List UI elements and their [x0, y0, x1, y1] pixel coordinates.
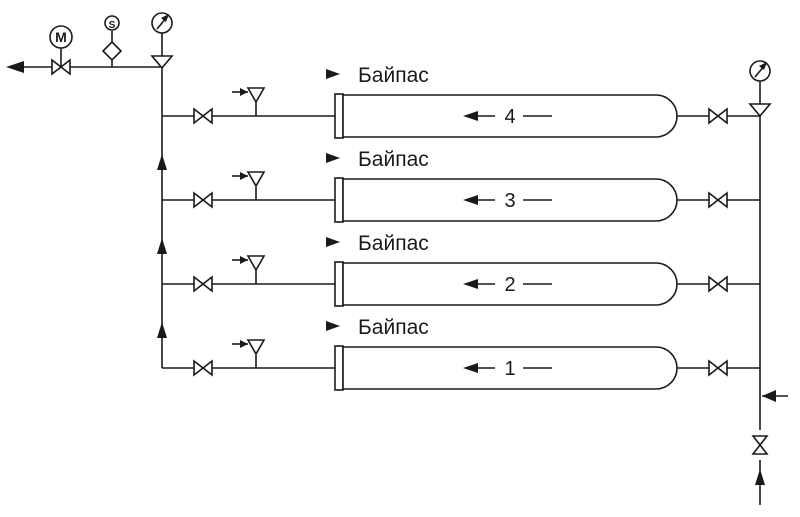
- tank-row: Байпас 2: [162, 232, 760, 307]
- shutoff-valve: [193, 192, 213, 208]
- tank-flow-arrow: [463, 111, 478, 121]
- shutoff-valve: [193, 360, 213, 376]
- tank-flow-arrow: [463, 195, 478, 205]
- bypass-label: Байпас: [358, 316, 429, 339]
- tank-number: 2: [504, 274, 515, 296]
- safety-valve-body: [246, 87, 266, 104]
- safety-valve-body: [246, 339, 266, 356]
- safety-valve: [232, 87, 266, 116]
- bypass-arrow: [326, 69, 340, 79]
- tank-number: 4: [504, 106, 515, 128]
- side-inlet: [762, 390, 788, 402]
- pressure-gauge-left: [150, 12, 174, 70]
- tank-row: Байпас 3: [162, 148, 760, 223]
- safety-valve: [232, 171, 266, 200]
- motor-symbol: M: [55, 29, 67, 45]
- bypass-pipe: [296, 74, 330, 116]
- tank-body: [342, 178, 678, 222]
- bypass-label: Байпас: [358, 148, 429, 171]
- bypass-label: Байпас: [358, 232, 429, 255]
- tank-flange: [334, 345, 344, 391]
- safety-valve-body: [246, 255, 266, 272]
- tank-row: Байпас 4: [162, 64, 760, 139]
- tank-flange: [334, 177, 344, 223]
- inlet-shutoff-valve: [708, 192, 728, 208]
- safety-valve: [232, 255, 266, 284]
- bypass-branch: Байпас: [296, 148, 429, 200]
- safety-valve-arrow: [240, 340, 248, 348]
- tank-flow-arrow: [463, 279, 478, 289]
- tank-body: [342, 262, 678, 306]
- bypass-branch: Байпас: [296, 232, 429, 284]
- tank-body: [342, 94, 678, 138]
- outlet-line: [6, 61, 162, 73]
- inlet-valve: [752, 435, 768, 455]
- inlet-shutoff-valve: [708, 108, 728, 124]
- right-header: [755, 116, 765, 505]
- inlet-shutoff-valve: [708, 360, 728, 376]
- tank-body: [342, 346, 678, 390]
- left-header: [157, 68, 167, 368]
- bypass-branch: Байпас: [296, 316, 429, 368]
- tank-flow-arrow: [463, 363, 478, 373]
- bypass-branch: Байпас: [296, 64, 429, 116]
- bypass-arrow: [326, 237, 340, 247]
- shutoff-valve: [193, 276, 213, 292]
- safety-valve-arrow: [240, 172, 248, 180]
- pressure-gauge-right: [748, 60, 772, 118]
- tank-number: 3: [504, 190, 515, 212]
- inlet-shutoff-valve: [708, 276, 728, 292]
- bypass-label: Байпас: [358, 64, 429, 87]
- bypass-arrow: [326, 153, 340, 163]
- shutoff-valve: [193, 108, 213, 124]
- tank-number: 1: [504, 358, 515, 380]
- safety-valve-arrow: [240, 256, 248, 264]
- safety-valve-arrow: [240, 88, 248, 96]
- tank-flange: [334, 93, 344, 139]
- safety-valve-body: [246, 171, 266, 188]
- bypass-pipe: [296, 242, 330, 284]
- bypass-pipe: [296, 326, 330, 368]
- safety-valve: [232, 339, 266, 368]
- tank-row: Байпас 1: [162, 316, 760, 391]
- tank-flange: [334, 261, 344, 307]
- bypass-arrow: [326, 321, 340, 331]
- solenoid-valve: S: [101, 15, 123, 67]
- motorized-valve: M: [49, 25, 73, 75]
- solenoid-symbol: S: [109, 20, 116, 31]
- bypass-pipe: [296, 158, 330, 200]
